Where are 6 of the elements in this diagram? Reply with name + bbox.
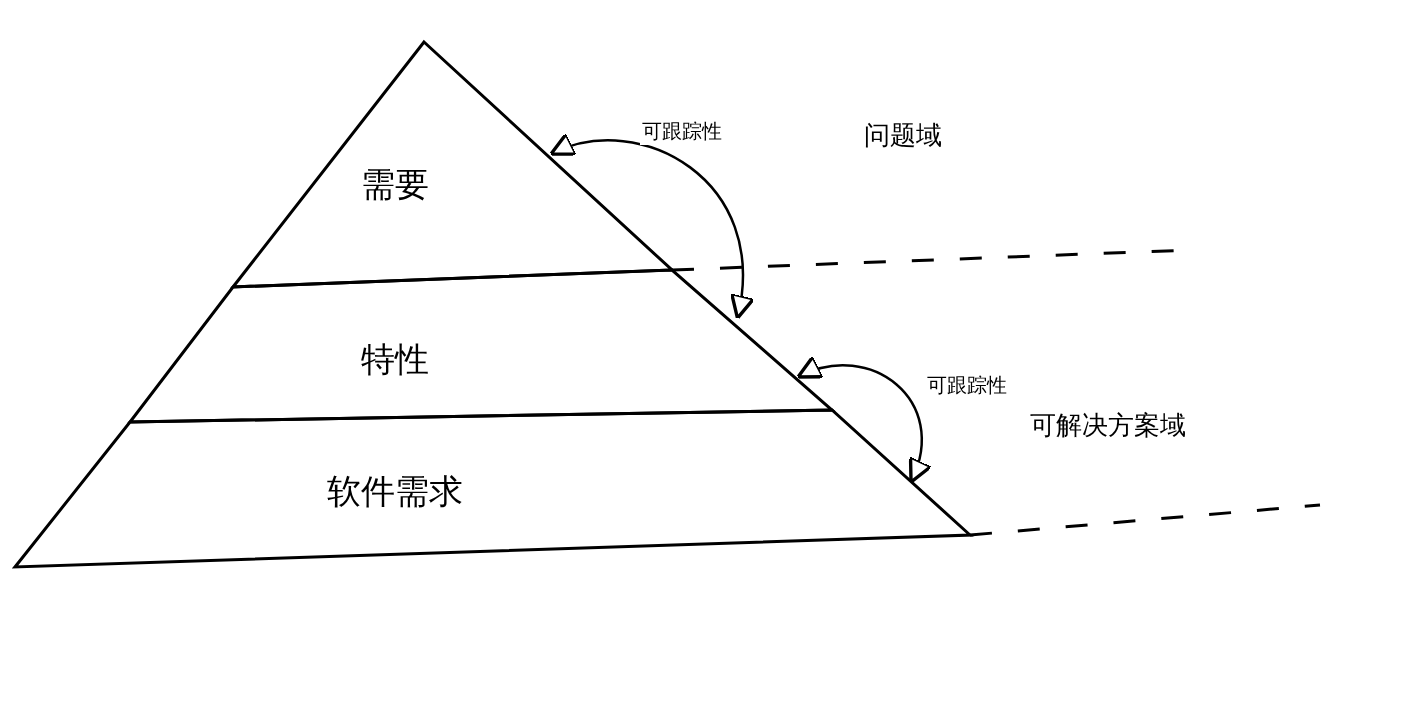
band-label: 特性 [361, 338, 429, 381]
edge-label: 可跟踪性 [640, 118, 724, 145]
curved-arrow [549, 133, 754, 320]
band-label: 需要 [361, 163, 429, 206]
curved-arrow [796, 356, 932, 484]
band-label: 软件需求 [327, 470, 463, 513]
